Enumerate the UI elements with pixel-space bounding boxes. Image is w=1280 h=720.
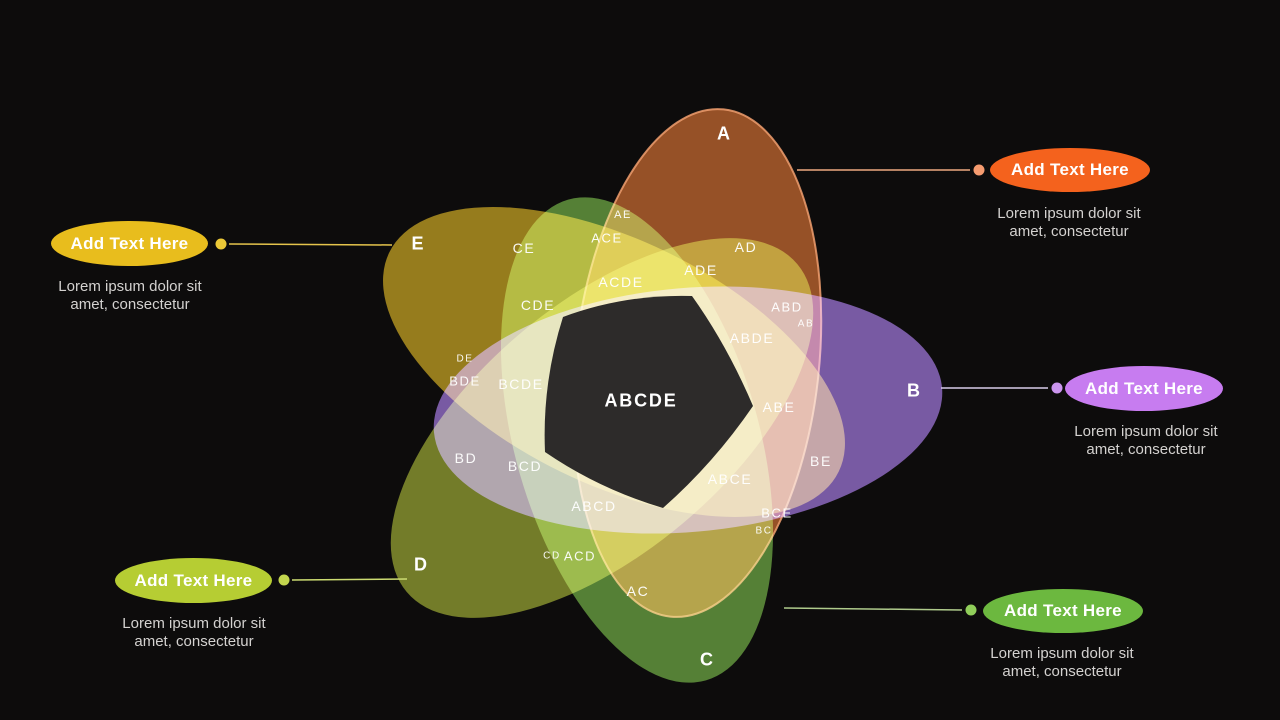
venn-region-label-ad: AD <box>734 239 758 255</box>
callout-pill-a[interactable]: Add Text Here <box>990 148 1150 192</box>
venn-region-label-bde: BDE <box>449 373 481 389</box>
venn-region-label-acd: ACD <box>563 548 597 564</box>
callout-pill-b[interactable]: Add Text Here <box>1065 366 1223 411</box>
callout-dot-a <box>973 164 985 176</box>
callout-pill-d[interactable]: Add Text Here <box>115 558 272 603</box>
venn-region-label-ace: ACE <box>591 230 623 246</box>
venn-region-label-cde: CDE <box>520 297 556 313</box>
callout-dot-b <box>1051 382 1063 394</box>
venn-region-label-bc: BC <box>755 525 773 537</box>
callout-description-line1-b: Lorem ipsum dolor sit <box>1074 423 1218 440</box>
venn-region-label-abcd: ABCD <box>571 498 617 514</box>
callout-pill-label-a: Add Text Here <box>1011 160 1129 179</box>
venn-set-label-b: B <box>907 380 921 401</box>
venn-region-label-ab: AB <box>797 318 815 330</box>
venn-region-label-de: DE <box>456 353 474 365</box>
venn-region-label-abd: ABD <box>771 299 803 315</box>
callout-pill-label-b: Add Text Here <box>1085 378 1203 398</box>
venn-region-label-abde: ABDE <box>729 330 775 346</box>
venn-center-label: ABCDE <box>604 390 678 411</box>
venn-region-label-be: BE <box>810 453 832 469</box>
venn-region-label-bce: BCE <box>761 505 793 521</box>
venn-region-label-bcde: BCDE <box>498 376 544 392</box>
callout-line-c <box>783 607 963 611</box>
callout-line-d <box>291 578 408 581</box>
callout-dot-d <box>278 574 290 586</box>
callout-line-e <box>228 243 393 246</box>
venn-set-label-e: E <box>411 233 425 254</box>
venn-region-label-abe: ABE <box>762 399 796 415</box>
callout-description-line1-a: Lorem ipsum dolor sit <box>997 205 1141 222</box>
venn-set-label-c: C <box>700 649 714 670</box>
callout-description-line2-a: amet, consectetur <box>1009 223 1129 240</box>
callout-pill-c[interactable]: Add Text Here <box>983 589 1143 633</box>
venn-region-label-ae: AE <box>614 209 632 221</box>
venn-region-label-bcd: BCD <box>507 458 543 474</box>
venn-region-label-cd: CD <box>543 550 561 562</box>
callout-description-line2-d: amet, consectetur <box>134 633 254 650</box>
callout-pill-label-d: Add Text Here <box>134 570 253 590</box>
callout-connectors <box>215 164 1063 616</box>
callout-pill-label-c: Add Text Here <box>1004 601 1122 620</box>
callout-description-line2-b: amet, consectetur <box>1086 441 1206 458</box>
callout-description-line2-c: amet, consectetur <box>1002 663 1122 680</box>
callout-dot-c <box>965 604 977 616</box>
venn-region-label-ac: AC <box>626 583 650 599</box>
callout-description-line2-e: amet, consectetur <box>70 296 190 313</box>
venn-region-label-acde: ACDE <box>598 274 644 290</box>
callout-dot-e <box>215 238 227 250</box>
venn-region-label-ce: CE <box>512 240 536 256</box>
callout-description-line1-c: Lorem ipsum dolor sit <box>990 645 1134 662</box>
venn-region-label-abce: ABCE <box>707 471 753 487</box>
callout-description-line1-d: Lorem ipsum dolor sit <box>122 615 266 632</box>
callout-description-line1-e: Lorem ipsum dolor sit <box>58 278 202 295</box>
callout-pill-e[interactable]: Add Text Here <box>51 221 208 266</box>
callout-pill-label-e: Add Text Here <box>70 233 189 253</box>
venn-region-label-bd: BD <box>454 450 478 466</box>
venn-region-label-ade: ADE <box>684 262 718 278</box>
venn-set-label-a: A <box>717 123 731 144</box>
venn-center-pentagon <box>544 295 753 508</box>
venn-set-label-d: D <box>414 554 428 575</box>
